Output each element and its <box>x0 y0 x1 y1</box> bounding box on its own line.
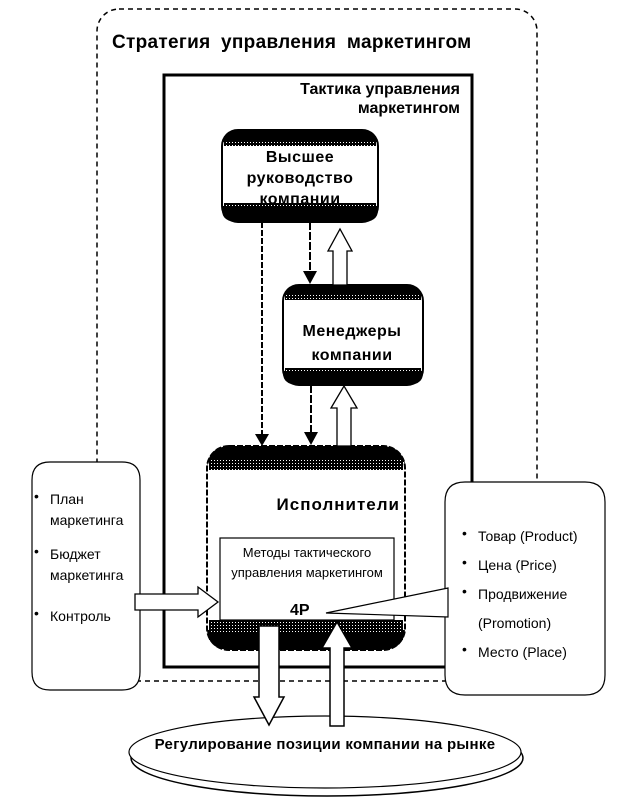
down-arrow-executors-to-market <box>252 625 286 727</box>
top-management-label: Высшее руководство компании <box>246 149 354 208</box>
four-p-callout <box>325 587 449 618</box>
list-item: Цена (Price) <box>462 548 612 580</box>
arrowhead-top-to-managers <box>303 271 317 284</box>
strategy-frame <box>96 8 538 682</box>
market-ellipse <box>128 715 522 789</box>
list-item: Место (Place) <box>462 635 612 667</box>
inputs-list: План маркетинга Бюджет маркетинга Контро… <box>34 486 144 640</box>
list-item: (Promotion) <box>478 615 552 631</box>
strategy-title: Стратегия управления маркетингом <box>112 32 472 53</box>
four-p-list: Товар (Product) Цена (Price) Продвижение… <box>462 519 612 667</box>
managers-label: Менеджеры компании <box>302 323 402 364</box>
list-item: Продвижение <box>462 577 612 609</box>
tactics-frame <box>162 73 474 669</box>
four-p-label: 4P <box>290 602 310 619</box>
arrowhead-top-to-executors <box>255 434 269 446</box>
up-arrow-managers-to-top <box>326 227 354 286</box>
market-position-label: Регулирование позиции компании на рынке <box>154 736 496 753</box>
list-item: Бюджет маркетинга <box>34 541 130 586</box>
methods-label: Методы тактического управления маркетинг… <box>231 545 383 580</box>
tactics-title: Тактика управления маркетингом <box>300 81 460 117</box>
list-item: План маркетинга <box>34 486 130 531</box>
arrowhead-managers-to-executors <box>304 432 318 445</box>
managers-box <box>282 284 424 386</box>
up-arrow-executors-to-managers <box>329 384 359 447</box>
list-item: Контроль <box>34 603 144 627</box>
up-arrow-market-to-executors <box>320 620 354 727</box>
input-arrow <box>134 585 220 619</box>
executors-label: Исполнители <box>276 495 400 514</box>
list-item: Товар (Product) <box>462 519 612 551</box>
top-management-box <box>221 129 379 223</box>
